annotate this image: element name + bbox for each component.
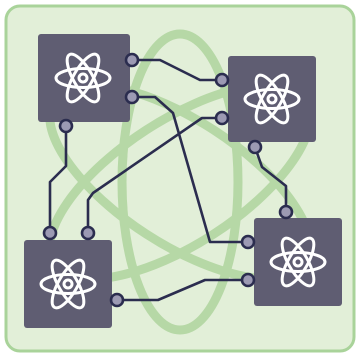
wire-tl-to-br	[130, 95, 250, 244]
port-tr-bottom	[247, 139, 263, 155]
node-top-right	[228, 56, 316, 142]
port-br-left-upper	[240, 234, 256, 250]
node-bottom-left	[24, 240, 112, 328]
node-top-left	[38, 34, 130, 122]
port-br-top	[278, 204, 294, 220]
connection-ports	[42, 52, 294, 308]
port-bl-right	[109, 292, 125, 308]
port-bl-top-left	[42, 225, 58, 241]
node-bottom-right	[254, 218, 342, 306]
port-tl-bottom	[58, 118, 74, 134]
port-br-left-lower	[240, 272, 256, 288]
wire-bl-to-br	[115, 278, 250, 302]
port-tl-right-lower	[124, 89, 140, 105]
connection-wires	[48, 58, 288, 302]
orbit-vertical	[117, 29, 243, 335]
port-tl-right-upper	[124, 52, 140, 68]
wire-tl-to-tr-upper	[130, 58, 224, 82]
port-tr-left-lower	[214, 110, 230, 126]
port-tr-left-upper	[214, 72, 230, 88]
wire-tr-to-br	[253, 145, 288, 214]
wire-tl-to-bl	[48, 124, 68, 235]
wire-tr-to-bl	[86, 116, 224, 235]
port-bl-top-right	[80, 225, 96, 241]
